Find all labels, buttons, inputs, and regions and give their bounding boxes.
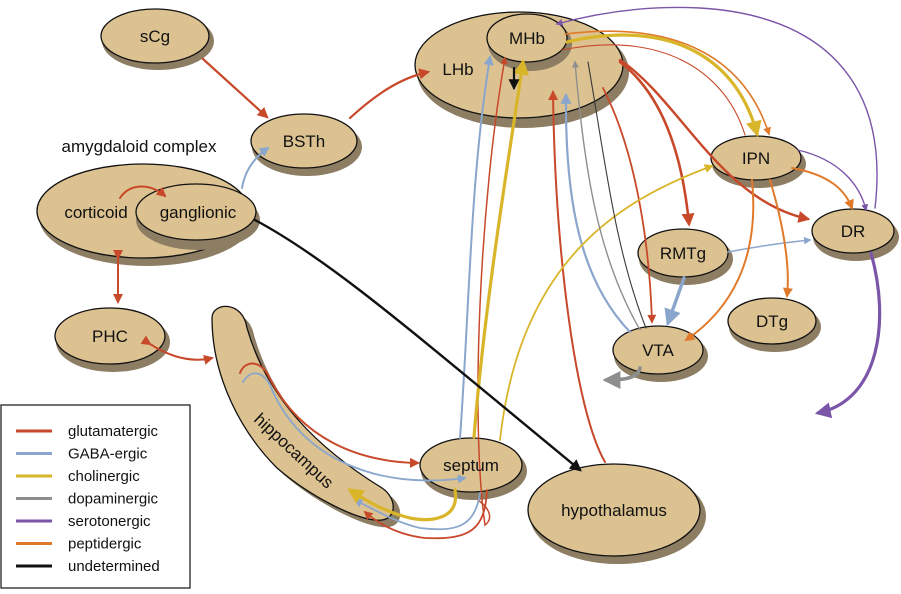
edge-VTA-LHb-gaba xyxy=(560,92,632,334)
label-DR: DR xyxy=(841,222,866,241)
node-hippocampus xyxy=(211,305,401,528)
edge-ganglionic-hypothalamus-und xyxy=(253,218,582,472)
node-IPN xyxy=(710,135,806,188)
legend-box xyxy=(0,404,191,589)
edge-septum-hippocampus-ach xyxy=(347,488,458,522)
edge-MHb-IPN-pep-1 xyxy=(564,30,771,136)
node-septum xyxy=(419,437,527,500)
legend-item-glutamatergic: glutamatergic xyxy=(16,423,159,440)
label-DTg: DTg xyxy=(756,312,788,331)
edge-septum-IPN-ach xyxy=(499,164,714,441)
legend-label-dopaminergic: dopaminergic xyxy=(68,491,159,508)
legend-item-undetermined: undetermined xyxy=(16,558,160,575)
legend-item-dopaminergic: dopaminergic xyxy=(16,491,159,508)
edge-PHC-hippocampus xyxy=(140,335,214,365)
edge-DR-MHb-5ht xyxy=(555,6,878,209)
edge-IPN-DR-5ht xyxy=(797,149,869,212)
node-RMTg xyxy=(637,228,733,285)
edge-DR-out-5ht xyxy=(814,251,882,419)
label-amygdaloid-complex: amygdaloid complex xyxy=(62,137,217,156)
label-IPN: IPN xyxy=(742,149,770,168)
edge-ganglionic-BSTh xyxy=(241,146,270,189)
edge-septum-MHb-ach xyxy=(472,58,530,439)
label-BSTh: BSTh xyxy=(283,132,326,151)
node-hypothalamus xyxy=(527,463,706,564)
edge-IPN-VTA-pep xyxy=(684,179,755,342)
node-VTA xyxy=(612,325,708,382)
edge-MHb-IPN-pep-2 xyxy=(561,44,746,136)
label-sCg: sCg xyxy=(140,27,170,46)
edge-septum-hippocampus-gaba xyxy=(353,492,481,531)
edge-RMTg-VTA xyxy=(664,276,686,327)
node-amygdaloid-complex xyxy=(36,163,260,266)
edge-hippocampus-septum-gaba xyxy=(242,372,467,484)
edge-BSTh-LHb xyxy=(348,68,431,120)
label-PHC: PHC xyxy=(92,327,128,346)
label-RMTg: RMTg xyxy=(660,244,706,263)
label-septum: septum xyxy=(443,456,499,475)
legend-label-glutamatergic: glutamatergic xyxy=(68,423,159,440)
edge-septum-MHb-glu xyxy=(477,56,508,527)
connections xyxy=(113,6,882,540)
edge-hippocampus-septum-glu xyxy=(239,362,420,468)
edge-VTA-LHb-da-1 xyxy=(571,60,641,331)
node-DR xyxy=(811,208,899,261)
edge-sCg-BSTh xyxy=(201,57,269,119)
label-hypothalamus: hypothalamus xyxy=(561,501,667,520)
edge-IPN-DTg-pep xyxy=(769,179,793,298)
node-sCg xyxy=(100,8,214,70)
legend-label-serotonergic: serotonergic xyxy=(68,513,151,530)
edge-LHb-RMTg xyxy=(618,60,695,227)
node-BSTh xyxy=(250,113,362,176)
edge-corticoid-ganglionic xyxy=(119,185,167,199)
node-DTg xyxy=(727,297,821,352)
legend-label-peptidergic: peptidergic xyxy=(68,536,142,553)
legend-item-gaba: GABA-ergic xyxy=(16,446,148,463)
edge-hypothalamus-LHb xyxy=(548,90,606,463)
edge-LHb-VTA xyxy=(602,87,657,324)
label-ganglionic: ganglionic xyxy=(160,203,237,222)
label-corticoid: corticoid xyxy=(64,203,127,222)
edge-IPN-DR-pep xyxy=(791,167,854,210)
label-LHb: LHb xyxy=(442,60,473,79)
edge-VTA-LHb-da-2 xyxy=(587,61,647,329)
legend-item-serotonergic: serotonergic xyxy=(16,513,151,530)
legend-label-undetermined: undetermined xyxy=(68,558,160,575)
edge-RMTg-DR xyxy=(727,236,812,253)
edge-MHb-IPN-ach xyxy=(565,33,762,138)
edge-VTA-out-da xyxy=(602,366,642,389)
label-MHb: MHb xyxy=(509,29,545,48)
legend-item-cholinergic: cholinergic xyxy=(16,468,140,485)
legend-label-gaba: GABA-ergic xyxy=(68,446,148,463)
edge-septum-hippocampus-glu xyxy=(363,489,488,540)
legend-item-peptidergic: peptidergic xyxy=(16,536,142,553)
label-VTA: VTA xyxy=(642,341,674,360)
edge-LHb-DR xyxy=(618,58,811,223)
legend-label-cholinergic: cholinergic xyxy=(68,468,140,485)
edge-septum-MHb-gaba xyxy=(459,55,494,439)
